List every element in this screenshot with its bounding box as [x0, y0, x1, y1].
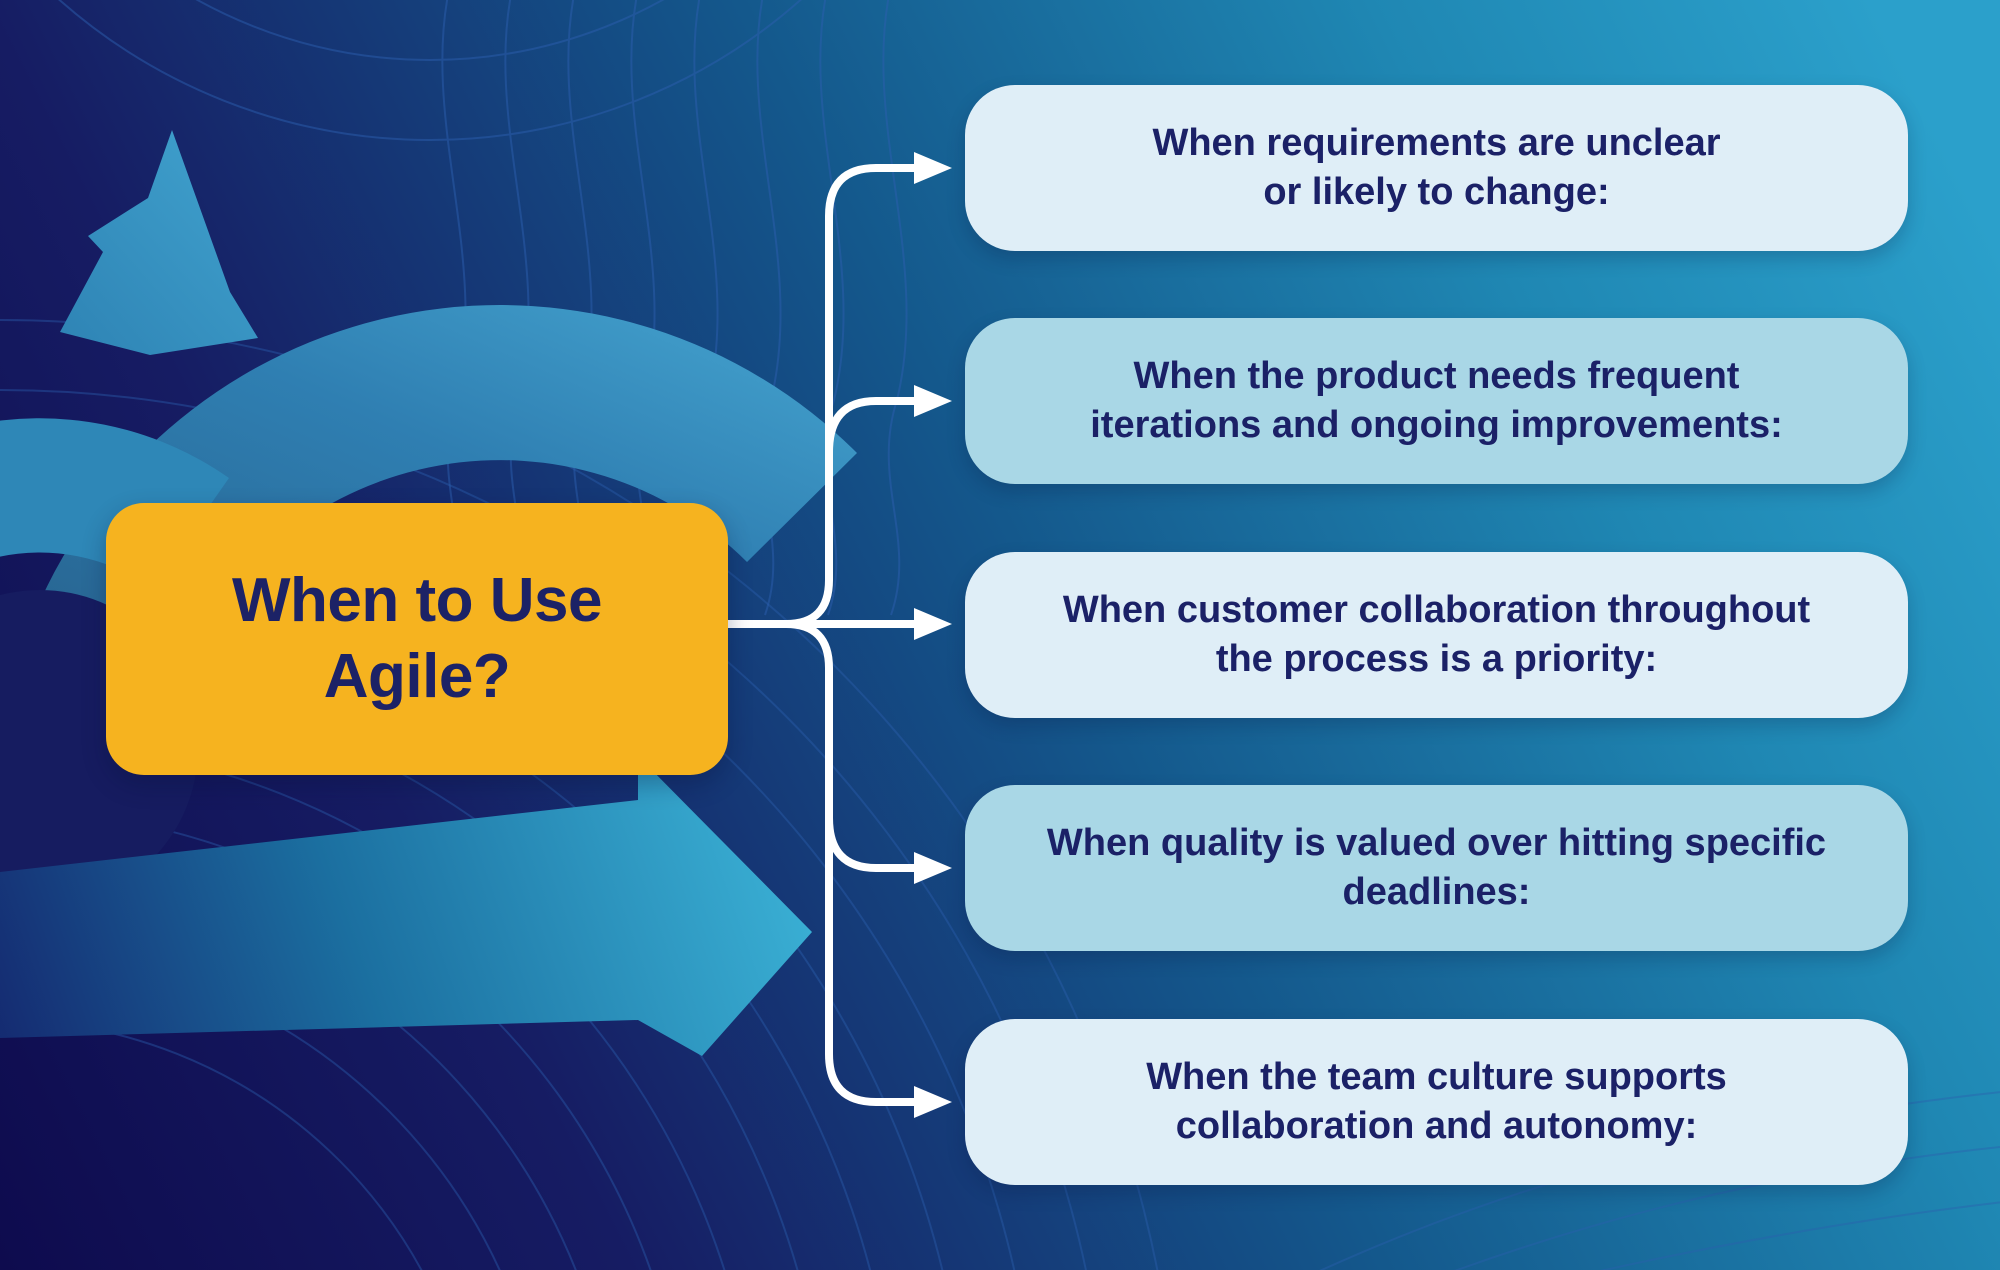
reason-5-line-1: When the team culture supports	[1146, 1055, 1727, 1098]
reason-card-3: When customer collaboration throughout t…	[965, 552, 1908, 718]
arrowhead-icon	[914, 608, 952, 640]
reason-3-line-2: the process is a priority:	[1215, 638, 1658, 680]
reason-card-4: When quality is valued over hitting spec…	[965, 785, 1908, 951]
connector-arrowheads	[914, 152, 952, 1118]
loop-arrowhead-icon	[60, 130, 258, 355]
arrowhead-icon	[914, 152, 952, 184]
connector-down-trunk	[782, 620, 920, 1106]
connector-branch-2	[825, 397, 920, 456]
reason-4-line-2: deadlines:	[1342, 871, 1531, 913]
teal-arrow-icon	[0, 756, 812, 1056]
reason-card-1: When requirements are unclear or likely …	[965, 85, 1908, 251]
reason-2-line-1: When the product needs frequent	[1133, 354, 1740, 397]
connector-up-trunk	[782, 164, 920, 628]
reason-3-line-1: When customer collaboration throughout	[1062, 588, 1811, 631]
connector-branch-4	[825, 814, 920, 872]
contour-wavy-lines	[58, 0, 908, 616]
reason-card-2: When the product needs frequent iteratio…	[965, 318, 1908, 484]
reason-1-line-1: When requirements are unclear	[1152, 121, 1721, 164]
reason-1-line-2: or likely to change:	[1263, 171, 1610, 213]
title-line-2: Agile?	[323, 642, 511, 711]
title-line-1: When to Use	[232, 566, 602, 636]
reason-5-line-2: collaboration and autonomy:	[1175, 1105, 1698, 1147]
arrowhead-icon	[914, 1086, 952, 1118]
connector-tree	[724, 164, 920, 1106]
reason-2-line-2: iterations and ongoing improvements:	[1090, 404, 1783, 446]
reason-card-5: When the team culture supports collabora…	[965, 1019, 1908, 1185]
arrowhead-icon	[914, 385, 952, 417]
arrowhead-icon	[914, 852, 952, 884]
title-node: When to Use Agile?	[106, 503, 728, 775]
reason-4-line-1: When quality is valued over hitting spec…	[1046, 821, 1827, 864]
loop-ring	[42, 305, 857, 662]
